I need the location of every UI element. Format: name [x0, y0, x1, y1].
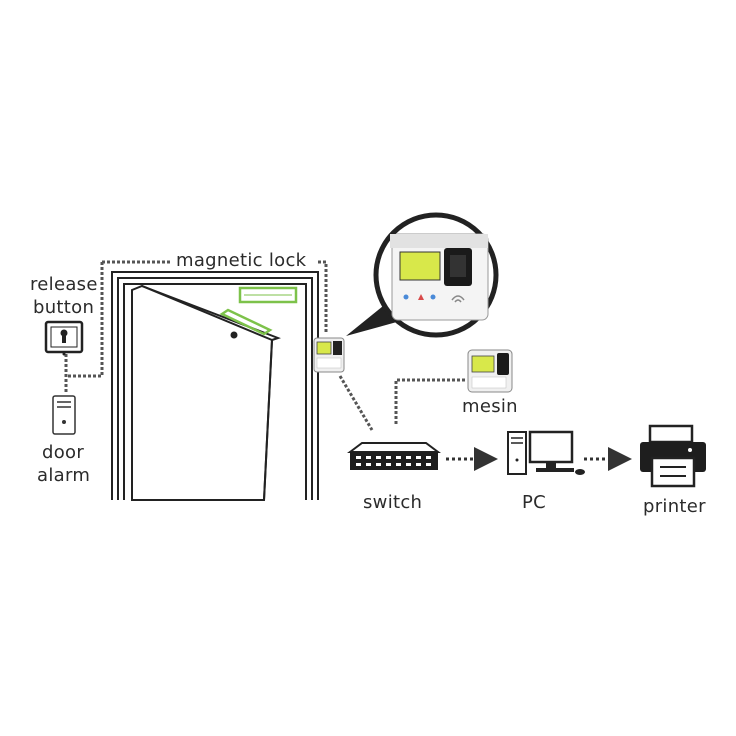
printer-icon	[640, 424, 706, 488]
wiring	[64, 260, 466, 431]
door-frame	[111, 271, 319, 500]
release-button-icon	[44, 320, 84, 356]
mesin-label: mesin	[462, 396, 518, 417]
mesin-device-icon	[467, 349, 513, 393]
switch-label: switch	[363, 492, 422, 513]
magnetic-lock-icon	[219, 286, 298, 336]
door-alarm-label-line2: alarm	[37, 465, 90, 486]
magnetic-lock-label: magnetic lock	[176, 250, 307, 271]
door-knob	[230, 331, 238, 339]
printer-label: printer	[643, 496, 706, 517]
release-button-label-line2: button	[33, 297, 94, 318]
release-button-label-line1: release	[30, 274, 98, 295]
door-alarm-label-line1: door	[42, 442, 84, 463]
door	[131, 284, 281, 501]
switch-icon	[347, 442, 441, 470]
fingerprint-device-small-icon	[313, 337, 345, 373]
door-alarm-icon	[52, 395, 76, 435]
pc-icon	[507, 430, 585, 475]
device-callout: fingerprint	[346, 212, 499, 338]
pc-label: PC	[522, 492, 546, 513]
